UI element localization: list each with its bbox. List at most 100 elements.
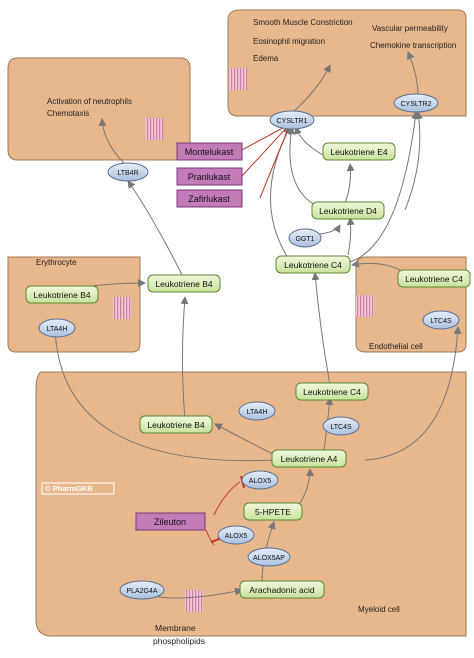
smooth-muscle-effect-1: Smooth Muscle Constriction xyxy=(253,18,353,27)
watermark: © PharmGKB xyxy=(41,482,115,495)
enzyme-ggt1: GGT1 xyxy=(288,228,322,248)
receptor-cysltr2: CYSLTR2 xyxy=(393,93,439,113)
ltb4-ery-label: Leukotriene B4 xyxy=(33,290,90,300)
ltb4-mid-label: Leukotriene B4 xyxy=(155,279,212,289)
metabolite-ltd4: Leukotriene D4 xyxy=(311,201,385,220)
membrane-patch xyxy=(145,118,163,140)
arrow-lte4-to-cysltr1 xyxy=(293,126,324,156)
enzyme-alox5ap: ALOX5AP xyxy=(247,547,291,567)
arrow-ltd4-to-cysltr1 xyxy=(286,126,321,209)
metabolite-ltb4-mid: Leukotriene B4 xyxy=(147,274,221,293)
metabolite-ltc4-myeloid: Leukotriene C4 xyxy=(295,382,369,401)
watermark-text: © PharmGKB xyxy=(45,484,93,493)
enzyme-lta4h-myeloid: LTA4H xyxy=(238,401,276,421)
erythrocyte-label: Erythrocyte xyxy=(36,258,77,267)
ggt1-label: GGT1 xyxy=(295,236,314,243)
metabolite-lte4: Leukotriene E4 xyxy=(322,142,396,161)
neutrophil-effect-2: Chemotaxis xyxy=(47,109,89,118)
membrane-patch xyxy=(356,295,374,317)
drug-zafirlukast: Zafirlukast xyxy=(176,189,243,208)
alox5ap-label: ALOX5AP xyxy=(253,555,285,562)
enzyme-ltc4s-myeloid: LTC4S xyxy=(322,416,360,436)
lta4h-ery-label: LTA4H xyxy=(47,326,68,333)
arrow-lta4-to-ltb4 xyxy=(214,423,276,456)
arrows xyxy=(51,51,462,599)
arrow-ltc4-endo-to-ltc4 xyxy=(351,259,401,271)
metabolite-ltc4-endothelial: Leukotriene C4 xyxy=(397,269,471,288)
membrane-line-2: phospholipids xyxy=(153,636,205,646)
arrow-cysltr1-to-effects xyxy=(291,64,331,114)
neutrophil-effect-1: Activation of neutrophils xyxy=(47,97,132,106)
arrow-ltc4-to-ltd4 xyxy=(346,217,355,256)
metabolite-lta4: Leukotriene A4 xyxy=(271,449,347,468)
arrow-ltc4-to-cysltr2 xyxy=(349,111,420,263)
zafirlukast-label: Zafirlukast xyxy=(188,194,230,204)
aa-label: Arachadonic acid xyxy=(249,585,314,595)
smooth-muscle-effect-2: Eosinophil migration xyxy=(253,37,325,46)
cell-smooth-muscle: Smooth Muscle Constriction Eosinophil mi… xyxy=(227,9,467,117)
inhibit-zafirlukast xyxy=(259,123,291,199)
pranlukast-label: Pranlukast xyxy=(188,172,231,182)
pla2g4a-label: PLA2G4A xyxy=(126,588,157,595)
hpete-label: 5-HPETE xyxy=(255,507,291,517)
receptor-cysltr1: CYSLTR1 xyxy=(269,110,315,130)
drug-zileuton: Zileuton xyxy=(135,512,206,531)
membrane-patch xyxy=(113,297,131,319)
drug-pranlukast: Pranlukast xyxy=(176,167,243,186)
arrow-ltd4-to-cysltr2 xyxy=(404,111,423,211)
ltc4s-endo-label: LTC4S xyxy=(430,318,452,325)
montelukast-label: Montelukast xyxy=(185,147,234,157)
ltc4-mid-label: Leukotriene C4 xyxy=(284,260,342,270)
vascular-effect-1: Vascular permeability xyxy=(372,24,448,33)
arrow-ltc4-to-cysltr1 xyxy=(270,126,291,259)
ltb4r-label: LTB4R xyxy=(117,170,138,177)
metabolite-hpete: 5-HPETE xyxy=(243,502,303,521)
enzyme-lta4h-erythrocyte: LTA4H xyxy=(38,318,76,338)
enzyme-ltc4s-endothelial: LTC4S xyxy=(422,310,460,330)
ltb4-mye-label: Leukotriene B4 xyxy=(147,420,204,430)
arrow-ltd4-to-lte4 xyxy=(344,163,355,204)
membrane-patch xyxy=(185,590,203,612)
metabolite-arachidonic-acid: Arachadonic acid xyxy=(239,580,325,599)
arrow-hpete-to-lta4 xyxy=(299,468,314,504)
drug-montelukast: Montelukast xyxy=(176,142,243,161)
lta4h-mye-label: LTA4H xyxy=(247,409,268,416)
inhibit-zileuton-a xyxy=(213,481,241,516)
cysltr1-label: CYSLTR1 xyxy=(277,118,308,125)
vascular-effect-2: Chemokine transcription xyxy=(370,41,456,50)
metabolite-ltb4-erythrocyte: Leukotriene B4 xyxy=(25,285,99,304)
myeloid-label: Myeloid cell xyxy=(358,605,400,614)
inhibit-zileuton-b xyxy=(205,529,215,546)
membrane-line-1: Membrane xyxy=(155,623,196,633)
arrow-lta4-to-endothelial xyxy=(364,326,462,461)
ltd4-label: Leukotriene D4 xyxy=(319,206,377,216)
cysltr2-label: CYSLTR2 xyxy=(401,101,432,108)
alox5-a-label: ALOX5 xyxy=(249,478,272,485)
metabolite-ltb4-myeloid: Leukotriene B4 xyxy=(139,415,213,434)
arrow-ltb4-to-ltb4r xyxy=(127,180,187,284)
lta4-label: Leukotriene A4 xyxy=(281,454,338,464)
zileuton-label: Zileuton xyxy=(154,517,186,527)
arrow-lta4-to-erythrocyte xyxy=(51,327,276,462)
inhibit-pranlukast xyxy=(241,123,291,177)
alox5-b-label: ALOX5 xyxy=(225,533,248,540)
arrow-ltb4-mye-to-ltb4 xyxy=(180,296,189,421)
arrow-ggt1 xyxy=(319,224,341,235)
enzyme-pla2g4a: PLA2G4A xyxy=(119,580,165,600)
arrow-cysltr2-to-effects xyxy=(407,51,419,98)
metabolite-ltc4-mid: Leukotriene C4 xyxy=(275,255,351,274)
ltc4-mye-label: Leukotriene C4 xyxy=(303,387,361,397)
smooth-muscle-effect-3: Edema xyxy=(253,54,279,63)
endothelial-label: Endothelial cell xyxy=(369,342,423,351)
cell-neutrophil: Activation of neutrophils Chemotaxis xyxy=(7,57,191,161)
membrane-patch xyxy=(229,68,247,90)
arrow-ltc4-mye-to-ltc4 xyxy=(311,272,331,386)
receptor-ltb4r: LTB4R xyxy=(107,162,149,182)
lte4-label: Leukotriene E4 xyxy=(330,147,387,157)
ltc4s-mye-label: LTC4S xyxy=(330,424,352,431)
enzyme-alox5-b: ALOX5 xyxy=(217,525,255,545)
membrane-phospholipids: Membrane phospholipids xyxy=(153,623,205,646)
enzyme-alox5-a: ALOX5 xyxy=(241,470,279,490)
